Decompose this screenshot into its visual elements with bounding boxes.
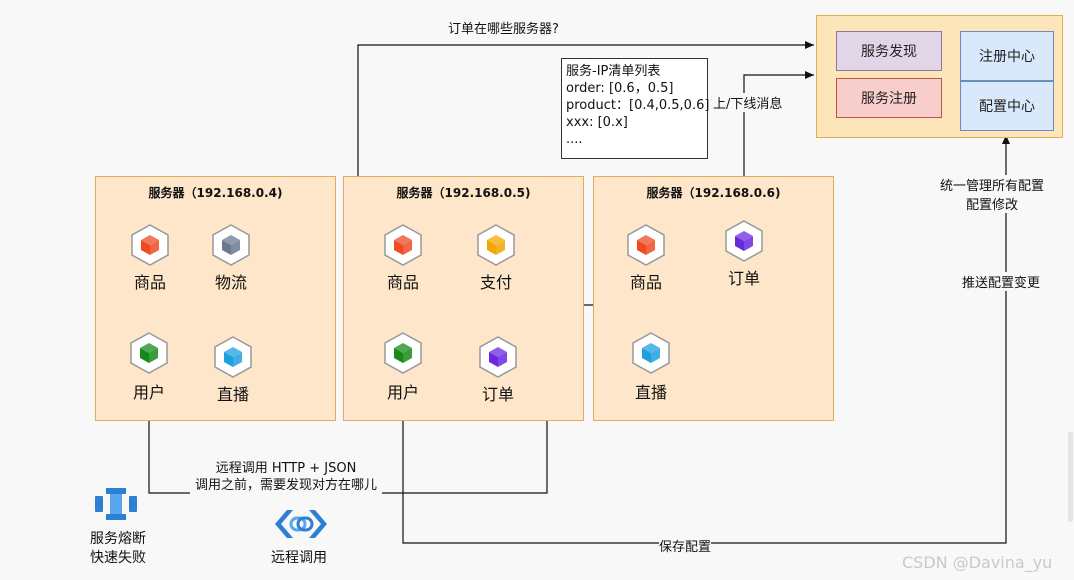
- server-box-0-4: 服务器（192.168.0.4): [95, 176, 336, 421]
- online-offline-label: 上/下线消息: [713, 93, 783, 112]
- service-product: 商品: [624, 223, 668, 292]
- server-box-0-6: 服务器（192.168.0.6): [593, 176, 834, 421]
- ip-list-line: xxx: [0.x]: [566, 115, 628, 130]
- watermark: CSDN @Davina_yu: [902, 553, 1053, 572]
- registry-center-box: 注册中心: [960, 31, 1054, 81]
- cube-icon: [479, 336, 517, 378]
- remote-call-label: 远程调用: [271, 550, 327, 566]
- service-label: 用户: [132, 383, 165, 402]
- registry-config-panel: 服务发现 服务注册 注册中心 配置中心: [816, 15, 1063, 138]
- manage-config-line2: 配置修改: [965, 198, 1018, 213]
- service-label: 商品: [133, 273, 166, 292]
- ip-list-title: 服务-IP清单列表: [566, 64, 661, 79]
- service-discovery-box: 服务发现: [836, 31, 942, 71]
- service-product: 商品: [128, 223, 172, 292]
- service-label: 商品: [386, 273, 419, 292]
- service-live: 直播: [211, 335, 255, 404]
- service-label: 支付: [479, 273, 512, 292]
- config-center-box: 配置中心: [960, 81, 1054, 131]
- service-label: 直播: [216, 385, 249, 404]
- circuit-breaker-line1: 服务熔断: [90, 531, 146, 547]
- server-title: 服务器（192.168.0.4): [148, 186, 283, 200]
- ip-list-line: order: [0.6，0.5]: [566, 81, 674, 96]
- cube-icon: [131, 224, 169, 266]
- service-label: 物流: [214, 273, 247, 292]
- cube-icon: [477, 224, 515, 266]
- save-config-label: 保存配置: [659, 536, 712, 555]
- scrollbar[interactable]: [1068, 432, 1073, 522]
- service-registration-box: 服务注册: [836, 78, 942, 118]
- server-title: 服务器（192.168.0.6): [646, 186, 781, 200]
- remote-call-note: 远程调用 HTTP + JSON 调用之前，需要发现对方在哪儿: [190, 460, 382, 494]
- cube-icon: [632, 332, 670, 374]
- service-product: 商品: [381, 223, 425, 292]
- service-live: 直播: [629, 331, 673, 402]
- ip-list-note: 服务-IP清单列表 order: [0.6，0.5] product：[0.4,…: [561, 58, 710, 159]
- discovery-question-label: 订单在哪些服务器?: [448, 18, 559, 37]
- cube-icon: [130, 332, 168, 374]
- manage-config-line1: 统一管理所有配置: [939, 179, 1044, 194]
- server-box-0-5: 服务器（192.168.0.5): [343, 176, 584, 421]
- cube-icon: [725, 220, 763, 262]
- service-label: 订单: [727, 269, 760, 288]
- manage-config-label: 统一管理所有配置 配置修改: [933, 175, 1051, 213]
- service-user: 用户: [127, 331, 171, 402]
- ip-list-line: ....: [566, 132, 583, 147]
- cube-icon: [214, 336, 252, 378]
- server-title: 服务器（192.168.0.5): [396, 186, 531, 200]
- cube-icon: [212, 224, 250, 266]
- cube-icon: [384, 332, 422, 374]
- service-pay: 支付: [474, 223, 518, 292]
- remote-call-note-line1: 远程调用 HTTP + JSON: [215, 461, 357, 476]
- push-config-label: 推送配置变更: [962, 272, 1041, 291]
- ip-list-line: product：[0.4,0.5,0.6]: [566, 98, 710, 113]
- service-label: 订单: [481, 385, 514, 404]
- cube-icon: [384, 224, 422, 266]
- service-logistics: 物流: [209, 223, 253, 292]
- cube-icon: [627, 224, 665, 266]
- circuit-breaker-line2: 快速失败: [90, 550, 146, 566]
- remote-call-note-line2: 调用之前，需要发现对方在哪儿: [194, 478, 377, 493]
- remote-call-icon: [273, 506, 329, 542]
- circuit-breaker-icon: [92, 486, 140, 522]
- service-label: 用户: [386, 383, 419, 402]
- service-user: 用户: [381, 331, 425, 402]
- service-order: 订单: [722, 219, 766, 288]
- service-label: 商品: [629, 273, 662, 292]
- service-order: 订单: [476, 335, 520, 404]
- service-label: 直播: [634, 383, 667, 402]
- circuit-breaker-label: 服务熔断 快速失败: [78, 530, 158, 568]
